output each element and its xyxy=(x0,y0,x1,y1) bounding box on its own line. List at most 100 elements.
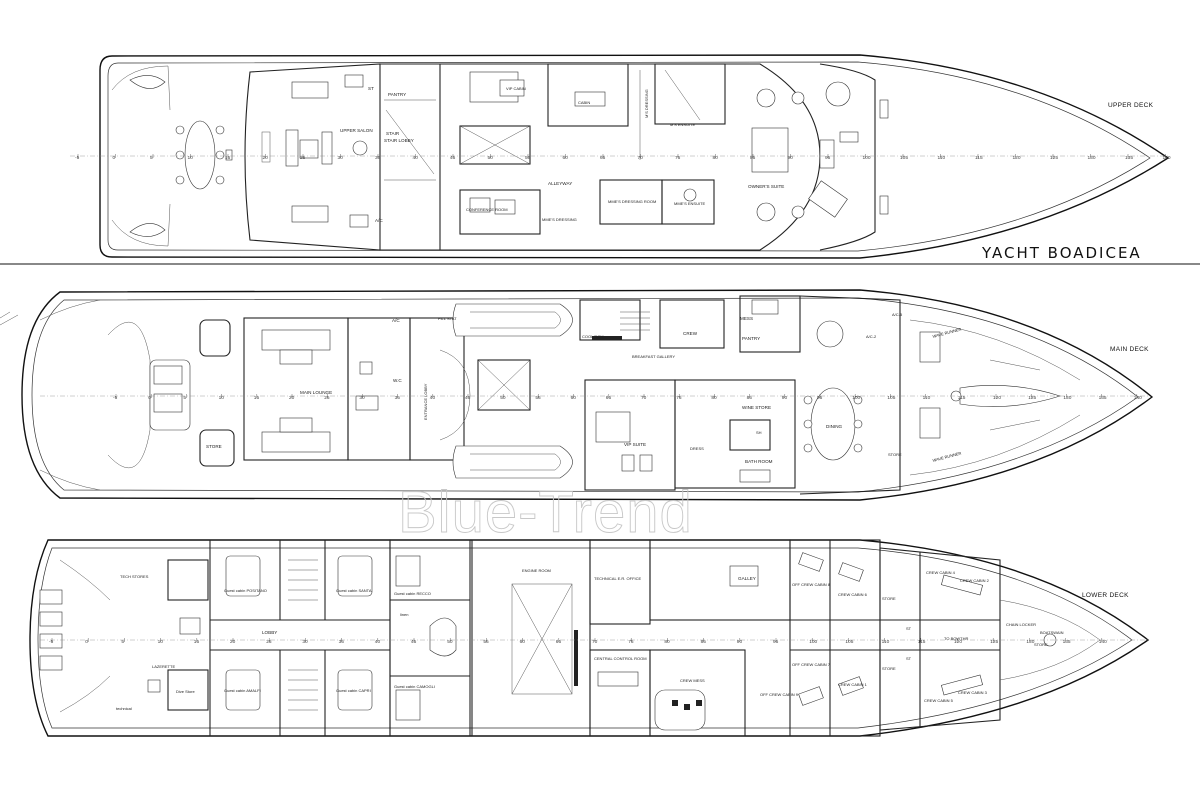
label-cool-rom: COOL ROM xyxy=(582,334,604,339)
frame-tick-label: 30 xyxy=(338,155,344,161)
frame-tick-label: 105 xyxy=(900,155,908,161)
frame-tick-label: 40 xyxy=(430,395,436,401)
frame-tick-label: 100 xyxy=(809,639,817,645)
label-upper-salon: UPPER SALON xyxy=(340,128,373,133)
frame-tick-label: -5 xyxy=(75,155,80,161)
frame-tick-label: 115 xyxy=(958,395,966,401)
frame-tick-label: 125 xyxy=(1028,395,1036,401)
bed-amalfi xyxy=(225,669,261,711)
frame-tick-label: 80 xyxy=(664,639,670,645)
frame-tick-label: 130 xyxy=(1088,155,1096,161)
frame-tick-label: 90 xyxy=(737,639,743,645)
frame-tick-label: 5 xyxy=(150,155,153,161)
frame-tick-label: 135 xyxy=(1125,155,1133,161)
frame-tick-label: 140 xyxy=(1163,155,1171,161)
frame-tick-label: 5 xyxy=(183,395,186,401)
frame-tick-label: 30 xyxy=(359,395,365,401)
frame-tick-label: 55 xyxy=(535,395,541,401)
label-dress: DRESS xyxy=(690,446,704,451)
label-store-fwd: STORE xyxy=(888,452,902,457)
frame-tick-label: 25 xyxy=(324,395,330,401)
frame-tick-label: 110 xyxy=(938,155,946,161)
main-deck xyxy=(0,289,1154,501)
frame-tick-label: 35 xyxy=(375,155,381,161)
main-deck-name: MAIN DECK xyxy=(1110,346,1149,353)
yacht-title: YACHT BOADICEA xyxy=(981,244,1142,262)
label-cabin: CABIN xyxy=(578,100,590,105)
label-pantry: PANTRY xyxy=(388,92,406,97)
lower-deck-hull xyxy=(29,539,1150,737)
frame-tick-label: 35 xyxy=(339,639,345,645)
frame-tick-label: 75 xyxy=(628,639,634,645)
label-mmes-ensuite: MME'S ENSUITE xyxy=(674,201,706,206)
label-linen: linen xyxy=(400,612,408,617)
label-camogli: Guest cabin CAMOGLI xyxy=(394,684,435,689)
frame-tick-label: 50 xyxy=(500,395,506,401)
label-main-lounge: MAIN LOUNGE xyxy=(300,390,332,395)
label-dive-store: Dive Store xyxy=(176,689,195,694)
owners-bed xyxy=(751,127,789,173)
lower-deck xyxy=(29,539,1150,737)
label-ac5: A/C-5 xyxy=(892,312,903,317)
frame-tick-label: 15 xyxy=(254,395,260,401)
frame-tick-label: 95 xyxy=(825,155,831,161)
frame-tick-label: 65 xyxy=(600,155,606,161)
frame-tick-label: 0 xyxy=(85,639,88,645)
label-mmes-dressing: MME'S DRESSING xyxy=(542,217,577,222)
label-positano: Guest cabin POSITANO xyxy=(224,588,267,593)
frame-tick-label: 25 xyxy=(300,155,306,161)
label-boatswain: BOATSWAIN xyxy=(1040,630,1064,635)
label-st-lower-1: ST xyxy=(906,626,912,631)
frame-tick-label: 80 xyxy=(711,395,717,401)
label-st-lower-2: ST xyxy=(906,656,912,661)
frame-tick-label: 130 xyxy=(1026,639,1034,645)
label-conference-room: CONFERENCE ROOM xyxy=(466,207,508,212)
frame-tick-label: 50 xyxy=(447,639,453,645)
frame-tick-label: 25 xyxy=(266,639,272,645)
vip-suite-bed xyxy=(595,411,631,443)
label-crew-cabin-4: CREW CABIN 4 xyxy=(926,570,956,575)
label-mmes-dressing-room: MME'S DRESSING ROOM xyxy=(608,199,656,204)
label-wc: W.C xyxy=(393,378,402,383)
frame-tick-label: 105 xyxy=(845,639,853,645)
frame-tick-label: 110 xyxy=(882,639,890,645)
label-ac: A/C xyxy=(375,218,383,223)
label-entrance-lobby: ENTRANCE LOBBY xyxy=(423,383,428,420)
label-vip-cabin: VIP CABIN xyxy=(506,86,526,91)
label-technical: technical xyxy=(116,706,132,711)
frame-tick-label: 140 xyxy=(1134,395,1142,401)
frame-tick-label: 45 xyxy=(465,395,471,401)
frame-tick-label: 40 xyxy=(375,639,381,645)
engine-room-walls xyxy=(471,539,591,737)
frame-tick-label: 55 xyxy=(483,639,489,645)
frame-tick-label: 75 xyxy=(676,395,682,401)
frame-tick-label: 90 xyxy=(782,395,788,401)
label-galley: GALLEY xyxy=(738,576,756,581)
tender-boat-starboard xyxy=(452,445,573,479)
frame-tick-label: 45 xyxy=(450,155,456,161)
frame-tick-label: 110 xyxy=(923,395,931,401)
label-lazerette: LAZERETTE xyxy=(152,664,175,669)
frame-tick-label: 55 xyxy=(525,155,531,161)
label-capri: Guest cabin CAPRI xyxy=(336,688,371,693)
frame-tick-label: 20 xyxy=(289,395,295,401)
frame-tick-label: 125 xyxy=(990,639,998,645)
frame-tick-label: 95 xyxy=(817,395,823,401)
frame-tick-label: 0 xyxy=(113,155,116,161)
label-ms-ensuite: M'S ENSUITE xyxy=(670,122,696,127)
frame-tick-label: 100 xyxy=(863,155,871,161)
upper-deck-hull xyxy=(99,54,1170,259)
label-fill-stat: FILL STAT xyxy=(438,316,457,321)
blue-trend-watermark: Blue-Trend xyxy=(398,480,693,545)
frame-tick-label: 10 xyxy=(188,155,194,161)
upper-aft-table xyxy=(184,120,216,190)
frame-tick-label: 140 xyxy=(1099,639,1107,645)
frame-tick-label: 115 xyxy=(918,639,926,645)
label-sh: SH xyxy=(756,430,762,435)
label-engine-room: ENGINE ROOM xyxy=(522,568,551,573)
label-ac2: A/C-2 xyxy=(866,334,877,339)
frame-tick-label: 85 xyxy=(701,639,707,645)
frame-tick-label: 120 xyxy=(954,639,962,645)
